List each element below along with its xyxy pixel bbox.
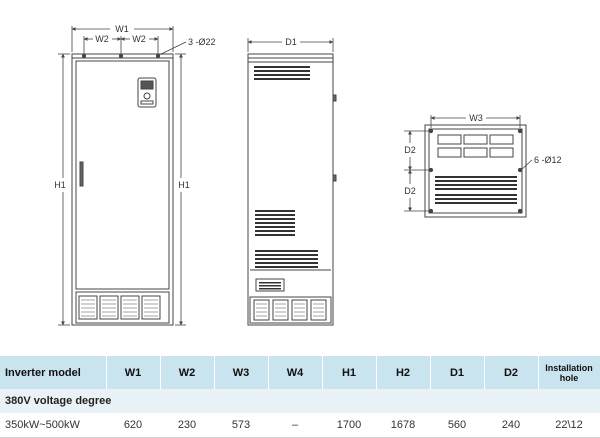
table-header-row: Inverter model W1 W2 W3 W4 H1 H2 D1 D2 I…: [0, 356, 600, 389]
col-header-h1: H1: [322, 356, 377, 389]
dimension-drawing: W1 W2 W2 3 -Ø22 H1 H1: [54, 24, 562, 326]
dim-h1-left-label: H1: [54, 180, 66, 190]
col-header-d1: D1: [430, 356, 485, 389]
section-voltage-degree: 380V voltage degree: [0, 389, 600, 413]
door-handle-icon: [79, 161, 84, 187]
dim-holes-label: 6 -Ø12: [534, 155, 562, 165]
col-header-w2: W2: [160, 356, 215, 389]
dim-w2-right-label: W2: [132, 34, 146, 44]
dim-top-holes-label: 3 -Ø22: [188, 37, 216, 47]
bottom-vents-front: [78, 295, 161, 320]
col-header-d2: D2: [484, 356, 539, 389]
dim-w2-left-label: W2: [95, 34, 109, 44]
col-header-installation-hole: Installation hole: [538, 356, 600, 389]
dim-w1-label: W1: [115, 24, 129, 34]
cell-installation-hole: 22\12: [538, 413, 600, 438]
col-header-hole-line2: hole: [559, 372, 579, 383]
dim-w3-label: W3: [469, 113, 483, 123]
cell-w4: –: [268, 413, 322, 438]
cell-w1: 620: [106, 413, 160, 438]
col-header-hole-line1: Installation: [545, 362, 593, 373]
cell-d2: 240: [484, 413, 538, 438]
cell-w3: 573: [214, 413, 268, 438]
keypad-icon: [137, 77, 157, 108]
mounting-view: [424, 124, 527, 218]
dim-d1-label: D1: [285, 37, 297, 47]
dimension-table: Inverter model W1 W2 W3 W4 H1 H2 D1 D2 I…: [0, 356, 600, 438]
col-header-w3: W3: [214, 356, 269, 389]
mounting-vents: [435, 176, 517, 204]
bottom-vents-side: [253, 299, 327, 321]
cell-h1: 1700: [322, 413, 376, 438]
dim-d2-top-label: D2: [404, 145, 416, 155]
dim-d2-bottom-label: D2: [404, 186, 416, 196]
side-view: [247, 53, 337, 326]
cell-h2: 1678: [376, 413, 430, 438]
cell-w2: 230: [160, 413, 214, 438]
cell-model: 350kW~500kW: [0, 413, 106, 438]
col-header-h2: H2: [376, 356, 431, 389]
front-view: [71, 53, 174, 326]
dim-h1-right-label: H1: [178, 180, 190, 190]
col-header-model: Inverter model: [0, 356, 107, 389]
cell-d1: 560: [430, 413, 484, 438]
col-header-w4: W4: [268, 356, 323, 389]
col-header-w1: W1: [106, 356, 161, 389]
table-section-row: 380V voltage degree: [0, 389, 600, 413]
table-row: 350kW~500kW 620 230 573 – 1700 1678 560 …: [0, 413, 600, 438]
side-vents: [254, 66, 318, 290]
